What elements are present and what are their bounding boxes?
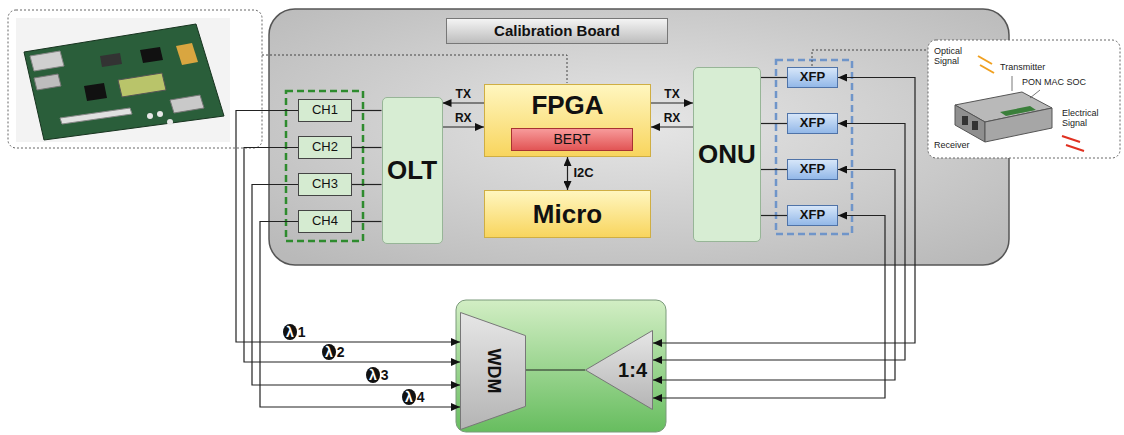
connector — [761, 169, 787, 170]
signal-label: TX — [664, 88, 679, 101]
node-label: WDM — [483, 349, 503, 394]
connector — [352, 184, 382, 185]
connector — [651, 126, 693, 127]
connector — [352, 147, 382, 148]
xfp-module-drawing — [955, 56, 1084, 151]
xfp-module: XFP — [787, 159, 838, 180]
node-label: ONU — [698, 140, 756, 169]
callout-holder: PON MAC SOC — [1022, 77, 1086, 87]
connector — [761, 123, 787, 124]
connector — [352, 221, 382, 222]
callout-holder: Receiver — [934, 140, 970, 150]
node-label: XFP — [800, 116, 825, 130]
callout-holder: Optical Signal — [934, 46, 974, 67]
wavelength-label: λ4 — [402, 390, 425, 404]
callout-holder: Electrical Signal — [1062, 108, 1106, 129]
node-label: XFP — [800, 208, 825, 222]
node-label: FPGA — [531, 91, 603, 120]
connector — [443, 102, 485, 103]
wdm-mux: WDM — [460, 312, 526, 430]
callout-label: Transmitter — [1000, 62, 1045, 72]
connector — [761, 215, 787, 216]
wavelength-label: λ3 — [366, 368, 389, 382]
fpga-board-photo — [16, 18, 230, 142]
connector — [443, 126, 485, 127]
edge-label-holder: TX — [664, 88, 679, 101]
signal-label: I2C — [574, 166, 594, 180]
connector — [761, 77, 787, 78]
bert-block: BERT — [511, 128, 633, 151]
connector — [651, 102, 693, 103]
xfp-module: XFP — [787, 113, 838, 134]
edge-label-holder: λ2 — [322, 345, 345, 359]
node-label: Micro — [533, 200, 602, 229]
edge-label-holder: RX — [455, 112, 472, 125]
connector — [352, 110, 382, 111]
channel-box: CH2 — [298, 136, 352, 159]
node-label: XFP — [800, 162, 825, 176]
signal-label: RX — [664, 112, 681, 125]
node-label: CH2 — [312, 140, 338, 154]
xfp-module: XFP — [787, 67, 838, 88]
node-label: CH1 — [312, 103, 338, 117]
calibration-board: Calibration BoardCH1CH2CH3CH4 OLT FPGA BERT… — [268, 8, 1010, 266]
callout-label: Receiver — [934, 140, 970, 150]
callout-holder: Transmitter — [1000, 62, 1045, 72]
callout-label: Electrical Signal — [1062, 108, 1106, 129]
channel-box: CH3 — [298, 173, 352, 196]
xfp-module: XFP — [787, 205, 838, 226]
signal-label: RX — [455, 112, 472, 125]
node-label: 1:4 — [618, 359, 647, 381]
onu-block: ONU — [693, 67, 761, 242]
photo-frame — [8, 10, 262, 148]
channel-box: CH1 — [298, 99, 352, 122]
connector — [567, 157, 568, 190]
edge-label-holder: λ3 — [366, 368, 389, 382]
wavelength-label: λ1 — [283, 325, 306, 339]
node-label: BERT — [553, 132, 590, 147]
wavelength-label: λ2 — [322, 345, 345, 359]
node-label: CH4 — [312, 214, 338, 228]
olt-block: OLT — [382, 97, 443, 244]
micro-block: Micro — [484, 190, 651, 238]
fpga-block: FPGA BERT — [484, 84, 651, 157]
channel-box: CH4 — [298, 210, 352, 233]
module-frame — [928, 40, 1120, 158]
edge-label-holder: λ1 — [283, 325, 306, 339]
node-label: CH3 — [312, 177, 338, 191]
splitter: 1:4 — [585, 330, 653, 410]
signal-label: TX — [456, 88, 471, 101]
callout-label: PON MAC SOC — [1022, 77, 1086, 87]
connector — [526, 369, 585, 370]
node-label: XFP — [800, 70, 825, 84]
callout-label: Optical Signal — [934, 46, 974, 67]
edge-label-holder: I2C — [574, 166, 594, 180]
mux-housing — [456, 300, 666, 432]
edge-label-holder: TX — [456, 88, 471, 101]
board-title: Calibration Board — [446, 18, 668, 44]
node-label: OLT — [387, 156, 437, 185]
edge-label-holder: λ4 — [402, 390, 425, 404]
edge-label-holder: RX — [664, 112, 681, 125]
